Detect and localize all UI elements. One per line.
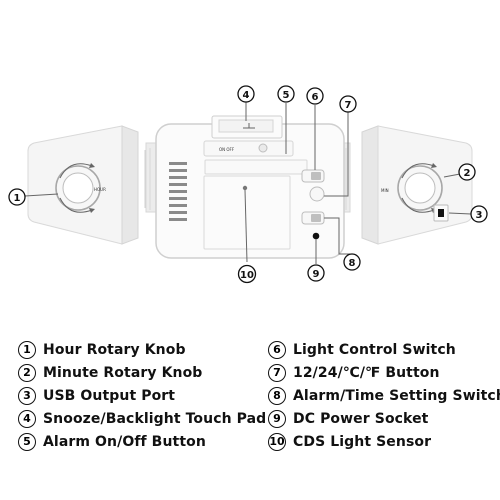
legend-label: Alarm On/Off Button bbox=[43, 433, 206, 450]
legend: 1 Hour Rotary Knob 2 Minute Rotary Knob … bbox=[0, 338, 500, 478]
legend-label: 12/24/℃/℉ Button bbox=[293, 364, 440, 381]
callout-5: 5 bbox=[277, 85, 295, 103]
legend-number: 3 bbox=[18, 386, 36, 405]
legend-number: 2 bbox=[18, 363, 36, 382]
legend-label: Snooze/Backlight Touch Pad bbox=[43, 410, 267, 427]
callout-6: 6 bbox=[306, 87, 324, 105]
callout-7: 7 bbox=[339, 95, 357, 113]
legend-item: 2 Minute Rotary Knob bbox=[18, 361, 268, 384]
callout-9: 9 bbox=[307, 264, 325, 282]
device-illustration: HOUR ON OFF bbox=[8, 85, 488, 284]
legend-label: CDS Light Sensor bbox=[293, 433, 432, 450]
hour-side-label: HOUR bbox=[94, 187, 106, 192]
svg-text:2: 2 bbox=[464, 168, 471, 179]
callout-2: 2 bbox=[458, 163, 476, 181]
legend-number: 9 bbox=[268, 409, 286, 428]
legend-item: 5 Alarm On/Off Button bbox=[18, 430, 268, 453]
callout-10: 10 bbox=[237, 264, 257, 284]
minute-side-label: MIN bbox=[381, 188, 389, 193]
clock-diagram: HOUR ON OFF bbox=[8, 85, 488, 284]
legend-item: 8 Alarm/Time Setting Switch bbox=[268, 384, 500, 407]
legend-number: 4 bbox=[18, 409, 36, 428]
legend-number: 7 bbox=[268, 363, 286, 382]
right-side-panel: MIN bbox=[361, 125, 473, 245]
on-off-label: ON OFF bbox=[219, 147, 235, 152]
legend-number: 8 bbox=[268, 386, 286, 405]
svg-text:8: 8 bbox=[349, 258, 356, 269]
svg-text:3: 3 bbox=[476, 210, 483, 221]
callout-3: 3 bbox=[470, 205, 488, 223]
leader-lines bbox=[24, 102, 472, 264]
svg-text:6: 6 bbox=[312, 92, 319, 103]
left-side-panel: HOUR bbox=[27, 125, 139, 245]
legend-number: 1 bbox=[18, 340, 36, 359]
svg-text:1: 1 bbox=[14, 193, 21, 204]
legend-number: 5 bbox=[18, 432, 36, 451]
legend-column-left: 1 Hour Rotary Knob 2 Minute Rotary Knob … bbox=[18, 338, 268, 453]
legend-number: 10 bbox=[268, 432, 286, 451]
legend-item: 9 DC Power Socket bbox=[268, 407, 500, 430]
svg-text:10: 10 bbox=[240, 270, 254, 281]
svg-text:4: 4 bbox=[243, 90, 250, 101]
callout-8: 8 bbox=[343, 253, 361, 271]
legend-item: 4 Snooze/Backlight Touch Pad bbox=[18, 407, 268, 430]
legend-column-right: 6 Light Control Switch 7 12/24/℃/℉ Butto… bbox=[268, 338, 500, 453]
svg-text:7: 7 bbox=[345, 100, 352, 111]
legend-number: 6 bbox=[268, 340, 286, 359]
legend-label: Light Control Switch bbox=[293, 341, 456, 358]
legend-item: 1 Hour Rotary Knob bbox=[18, 338, 268, 361]
legend-label: USB Output Port bbox=[43, 387, 176, 404]
speaker-grille bbox=[169, 162, 187, 221]
legend-item: 10 CDS Light Sensor bbox=[268, 430, 500, 453]
callout-1: 1 bbox=[8, 188, 26, 206]
legend-item: 7 12/24/℃/℉ Button bbox=[268, 361, 500, 384]
clock-main-body: ON OFF bbox=[144, 115, 351, 259]
svg-text:5: 5 bbox=[283, 90, 290, 101]
legend-label: Hour Rotary Knob bbox=[43, 341, 186, 358]
legend-item: 3 USB Output Port bbox=[18, 384, 268, 407]
legend-item: 6 Light Control Switch bbox=[268, 338, 500, 361]
svg-text:9: 9 bbox=[313, 269, 320, 280]
legend-label: DC Power Socket bbox=[293, 410, 429, 427]
callout-4: 4 bbox=[237, 85, 255, 103]
legend-label: Minute Rotary Knob bbox=[43, 364, 203, 381]
legend-label: Alarm/Time Setting Switch bbox=[293, 387, 500, 404]
